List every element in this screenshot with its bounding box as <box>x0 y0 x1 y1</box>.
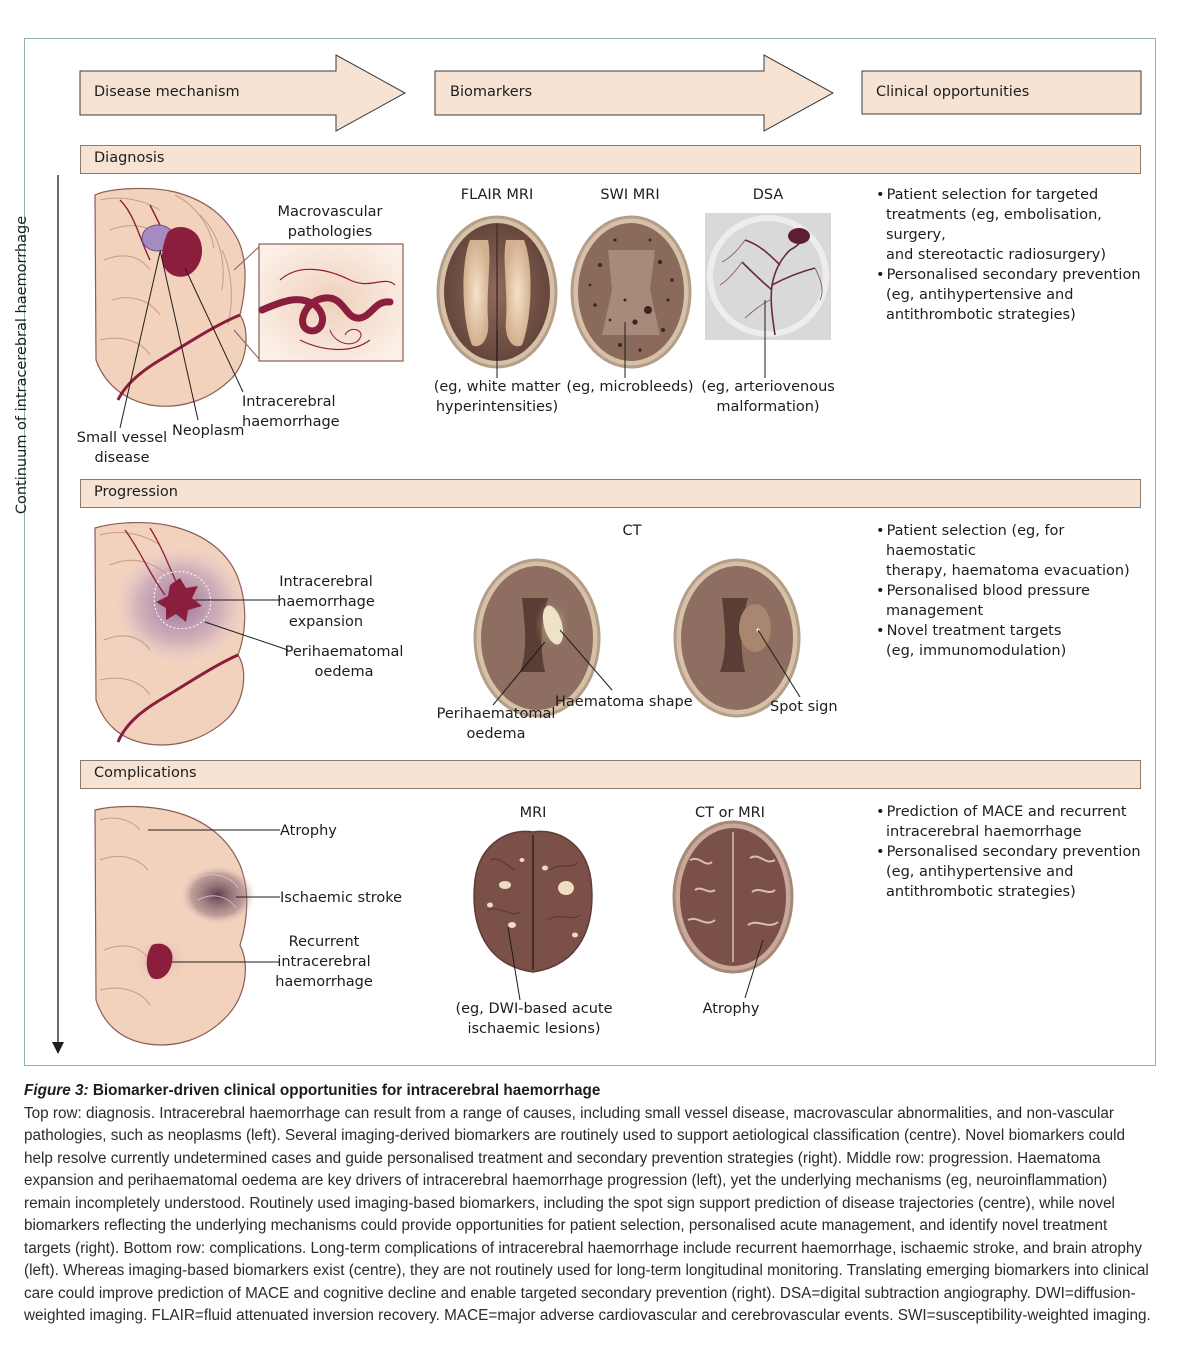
complications-bullets: Prediction of MACE and recurrentintracer… <box>876 802 1141 902</box>
mri-title: MRI <box>519 805 547 821</box>
flair-mri-scan <box>436 215 558 378</box>
diagnosis-bullet: Personalised secondary prevention(eg, an… <box>876 265 1141 325</box>
ct-title: CT <box>622 523 642 539</box>
complications-bullet: Prediction of MACE and recurrentintracer… <box>876 802 1141 842</box>
ct-scan-spot-sign <box>673 558 801 718</box>
header-mechanism-label: Disease mechanism <box>94 84 240 100</box>
atrophy-scan <box>672 820 794 999</box>
header-box-clinical <box>861 70 1142 115</box>
swi-note: (eg, microbleeds) <box>566 379 694 395</box>
band-diagnosis-label: Diagnosis <box>94 150 165 166</box>
haematoma-shape-label: Haematoma shape <box>555 694 693 710</box>
header-biomarkers-label: Biomarkers <box>450 84 533 100</box>
atrophy-label: Atrophy <box>280 823 337 839</box>
band-progression-label: Progression <box>94 484 178 500</box>
continuum-arrowhead <box>52 1042 64 1054</box>
macrovascular-inset <box>233 243 404 362</box>
figure-caption: Figure 3: Biomarker-driven clinical oppo… <box>24 1080 1156 1328</box>
ct-or-mri-title: CT or MRI <box>695 805 765 821</box>
complications-brain-illustration <box>94 805 280 1046</box>
swi-title: SWI MRI <box>600 187 660 203</box>
ct-scan-haematoma <box>473 558 613 718</box>
header-clinical-label: Clinical opportunities <box>876 84 1030 100</box>
dsa-title: DSA <box>752 187 784 203</box>
caption-title: Figure 3: Biomarker-driven clinical oppo… <box>24 1082 601 1099</box>
spot-sign-label: Spot sign <box>770 699 838 715</box>
continuum-axis-label: Continuum of intracerebral haemorrhage <box>14 215 30 515</box>
complications-bullet: Personalised secondary prevention(eg, an… <box>876 842 1141 902</box>
ischaemic-stroke-label: Ischaemic stroke <box>280 890 403 906</box>
progression-bullet: Patient selection (eg, for haemostaticth… <box>876 521 1141 581</box>
diagnosis-bullets: Patient selection for targetedtreatments… <box>876 185 1141 325</box>
header-arrow-mechanism <box>79 54 407 132</box>
caption-body: Top row: diagnosis. Intracerebral haemor… <box>24 1104 1151 1325</box>
diagnosis-brain-illustration <box>94 187 247 429</box>
progression-bullets: Patient selection (eg, for haemostaticth… <box>876 521 1141 661</box>
band-complications-label: Complications <box>94 765 197 781</box>
flair-title: FLAIR MRI <box>460 187 534 203</box>
dwi-mri-scan <box>473 830 593 1001</box>
scan-atrophy-label: Atrophy <box>702 1001 760 1017</box>
header-arrow-biomarkers <box>434 54 835 132</box>
dsa-angiogram <box>705 213 831 378</box>
band-complications: Complications <box>80 760 1141 789</box>
neoplasm-label: Neoplasm <box>172 423 245 439</box>
swi-mri-scan <box>570 215 692 378</box>
progression-brain-illustration <box>94 522 289 746</box>
band-progression: Progression <box>80 479 1141 508</box>
diagnosis-bullet: Patient selection for targetedtreatments… <box>876 185 1141 265</box>
progression-bullet: Novel treatment targets(eg, immunomodula… <box>876 621 1141 661</box>
band-diagnosis: Diagnosis <box>80 145 1141 174</box>
